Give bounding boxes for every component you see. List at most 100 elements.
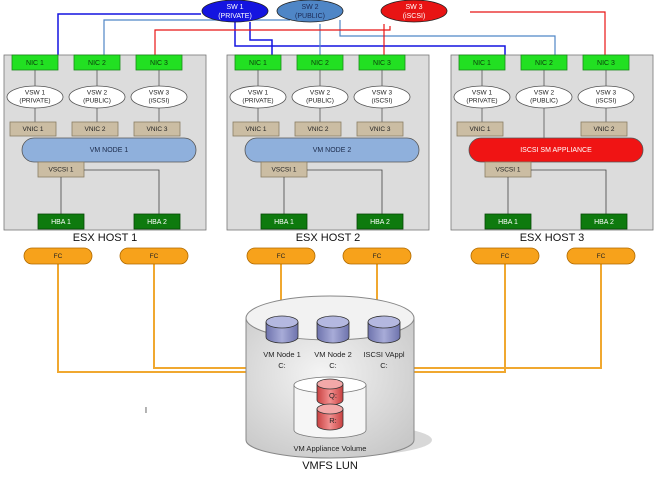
- fc-pill: [342, 247, 412, 265]
- vscsi-hba2-link: [307, 169, 383, 214]
- nic-label: NIC 1: [26, 60, 44, 67]
- vsw-sublabel: (PUBLIC): [530, 98, 558, 105]
- switch-label: SW 1: [226, 4, 243, 11]
- fc-label: FC: [54, 253, 63, 260]
- vscsi-hba2-link: [84, 169, 160, 214]
- vnic-label: VNIC 1: [470, 126, 491, 133]
- vsw-label: VSW 2: [310, 90, 331, 97]
- volume-disk: R:: [316, 403, 344, 431]
- fc-pill: [119, 247, 189, 265]
- fc-pill: [566, 247, 636, 265]
- disk-label: VM Node 1: [263, 350, 301, 359]
- hba-box: [580, 213, 628, 230]
- wire-sw2-host1: [103, 19, 290, 55]
- nic-label: NIC 2: [311, 60, 329, 67]
- hba-box: [484, 213, 532, 230]
- vm-node: [244, 137, 420, 163]
- vscsi-label: VSCSI 1: [496, 167, 521, 174]
- nic-label: NIC 1: [249, 60, 267, 67]
- vsw-label: VSW 3: [372, 90, 393, 97]
- vsw-sublabel: (iSCSI): [372, 98, 393, 105]
- vsw-label: VSW 1: [472, 90, 493, 97]
- vm-node-label: VM NODE 2: [313, 147, 352, 154]
- vm-node-label: VM NODE 1: [90, 147, 129, 154]
- vsw-sublabel: (PUBLIC): [306, 98, 334, 105]
- host-label: ESX HOST 3: [520, 232, 585, 244]
- nic-label: NIC 3: [150, 60, 168, 67]
- esx-host-2: ESX HOST 2 NIC 1 NIC 2 NIC 3 VSW 1(PRIVATE) V…: [226, 54, 430, 265]
- fc-link-2: [153, 264, 250, 369]
- hba-box: [37, 213, 85, 230]
- vm-disk: VM Node 1 C:: [263, 315, 301, 370]
- switch-shape: [380, 0, 448, 23]
- vsw-sublabel: (iSCSI): [149, 98, 170, 105]
- switch-sw1: SW 1 (PRIVATE): [201, 0, 269, 23]
- switch-sw2: SW 2 (PUBLIC): [276, 0, 344, 23]
- hba-label: HBA 1: [51, 219, 71, 226]
- nic-label: NIC 3: [597, 60, 615, 67]
- host-label: ESX HOST 2: [296, 232, 361, 244]
- fc-pill: [246, 247, 316, 265]
- physical-switches: SW 1 (PRIVATE) SW 2 (PUBLIC) SW 3 (iSCSI): [201, 0, 448, 23]
- disk-label: VM Node 2: [314, 350, 352, 359]
- vnic-label: VNIC 3: [147, 126, 168, 133]
- fc-pill: [470, 247, 540, 265]
- lun-label: VMFS LUN: [302, 460, 358, 472]
- hba-label: HBA 2: [370, 219, 390, 226]
- vscsi-label: VSCSI 1: [272, 167, 297, 174]
- vnic-box: [356, 121, 404, 137]
- vsw-label: VSW 2: [87, 90, 108, 97]
- switch-label: SW 2: [301, 4, 318, 11]
- vsw-label: VSW 1: [248, 90, 269, 97]
- fc-link-5: [410, 264, 506, 373]
- volume-disk-label: R:: [329, 416, 337, 425]
- disk-top: [316, 315, 350, 329]
- vnic-box: [9, 121, 57, 137]
- vscsi-label: VSCSI 1: [49, 167, 74, 174]
- switch-sublabel: (PRIVATE): [218, 13, 252, 20]
- fc-label: FC: [373, 253, 382, 260]
- hba-label: HBA 1: [498, 219, 518, 226]
- vm-disk: VM Node 2 C:: [314, 315, 352, 370]
- vmfs-lun: VMFS LUN VM Node 1 C: VM Node 2 C: ISCSI VApp…: [145, 295, 432, 472]
- volume-label: VM Appliance Volume: [294, 444, 367, 453]
- wire-sw1-host2: [249, 22, 273, 55]
- hba-box: [133, 213, 181, 230]
- vsw-sublabel: (PUBLIC): [83, 98, 111, 105]
- hba-box: [260, 213, 308, 230]
- vm-node: [21, 137, 197, 163]
- switch-shape: [276, 0, 344, 23]
- switch-label: SW 3: [405, 4, 422, 11]
- switch-sublabel: (iSCSI): [403, 13, 426, 20]
- fc-label: FC: [501, 253, 510, 260]
- fc-pill: [23, 247, 93, 265]
- vsw-sublabel: (iSCSI): [596, 98, 617, 105]
- hba-label: HBA 1: [274, 219, 294, 226]
- switch-sublabel: (PUBLIC): [295, 13, 325, 20]
- volume-disk-label: Q:: [329, 391, 337, 400]
- disk-top: [367, 315, 401, 329]
- vnic-label: VNIC 2: [308, 126, 329, 133]
- wire-sw2-host3: [339, 20, 556, 55]
- disk-sublabel: C:: [329, 361, 337, 370]
- vm-node: [468, 137, 644, 163]
- vmfs-lun-cylinder: VMFS LUN VM Node 1 C: VM Node 2 C: ISCSI VApp…: [245, 295, 432, 472]
- wire-sw3-host1: [154, 26, 391, 55]
- vsw-sublabel: (PRIVATE): [19, 98, 50, 105]
- disk-sublabel: C:: [278, 361, 286, 370]
- wire-sw3-host3: [470, 11, 606, 55]
- vscsi-hba2-link: [531, 169, 607, 214]
- vnic-box: [580, 121, 628, 137]
- vsw-label: VSW 3: [596, 90, 617, 97]
- disk-top: [265, 315, 299, 329]
- hba-label: HBA 2: [594, 219, 614, 226]
- vsw-label: VSW 2: [534, 90, 555, 97]
- vsw-sublabel: (PRIVATE): [242, 98, 273, 105]
- vnic-box: [294, 121, 342, 137]
- nic-label: NIC 1: [473, 60, 491, 67]
- nic-label: NIC 2: [535, 60, 553, 67]
- nic-label: NIC 3: [373, 60, 391, 67]
